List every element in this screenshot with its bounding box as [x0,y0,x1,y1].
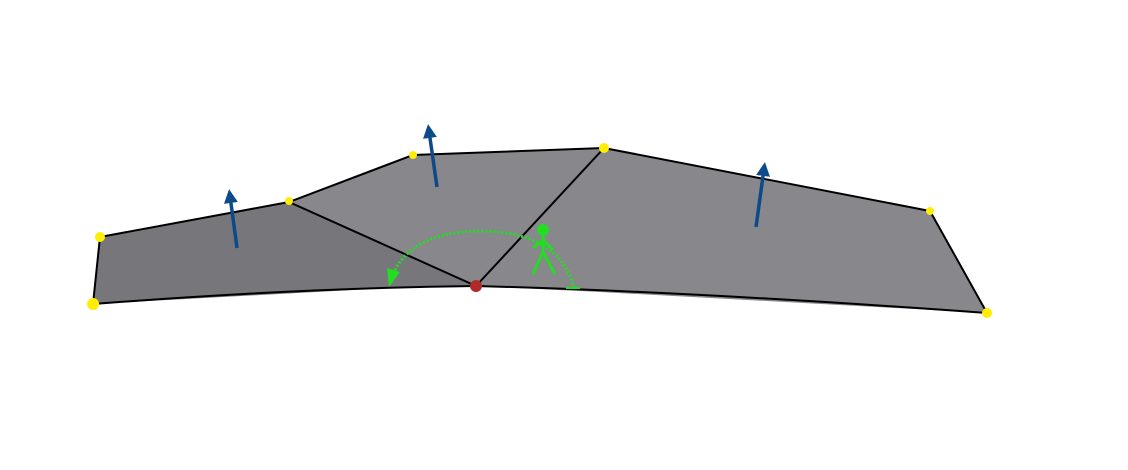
pivot-point[interactable] [470,280,482,292]
face-left [93,202,476,304]
vertex-handle[interactable] [926,207,934,215]
vertex-handle[interactable] [285,197,293,205]
outline-edges [92,146,989,315]
normal-arrow-icon [423,124,439,188]
vertex-handle[interactable] [982,308,992,318]
face-right [476,148,987,313]
inner-edge [288,201,477,287]
vertex-handle[interactable] [95,232,105,242]
face-middle [289,148,604,286]
vertex-handle[interactable] [409,151,417,159]
stick-figure-icon[interactable] [531,224,557,275]
vertex-handles[interactable] [87,143,992,318]
normal-arrow-icon [754,162,770,228]
vertex-handle[interactable] [87,298,99,310]
inner-edge [475,147,605,287]
vertex-handle[interactable] [599,143,609,153]
rotation-arc-icon [387,229,580,289]
normal-arrow-icon [223,189,239,249]
